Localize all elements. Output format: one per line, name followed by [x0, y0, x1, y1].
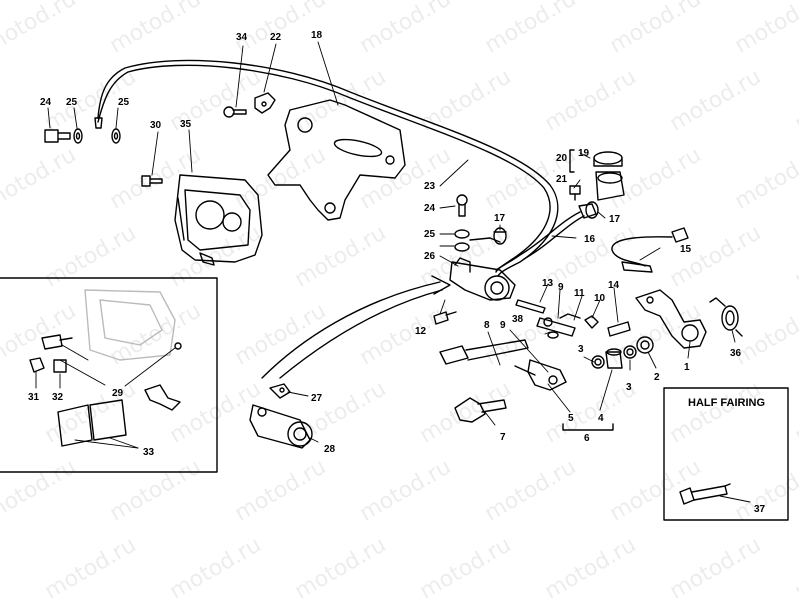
callout-25: 25	[118, 97, 130, 108]
callout-22: 22	[270, 32, 282, 43]
callout-6: 6	[584, 433, 590, 444]
bushing-3-a	[591, 355, 605, 369]
callout-28: 28	[324, 444, 336, 455]
washer-25-left	[73, 128, 83, 144]
callout-24: 24	[424, 203, 436, 214]
callout-25: 25	[66, 97, 78, 108]
return-spring-36	[709, 297, 743, 337]
bolt-12	[433, 311, 457, 325]
bolt-24-center	[456, 194, 468, 217]
half-fairing-title: HALF FAIRING	[688, 397, 765, 409]
callout-2: 2	[654, 372, 660, 383]
screw-21	[569, 185, 581, 201]
master-cylinder-28	[249, 404, 313, 449]
reservoir-19-20	[569, 149, 625, 201]
callout-31: 31	[28, 392, 40, 403]
clamp-17-right	[585, 201, 599, 219]
caliper-bracket-18	[267, 99, 406, 221]
washer-2	[636, 336, 654, 354]
callout-20: 20	[556, 153, 568, 164]
callout-17: 17	[609, 214, 621, 225]
washer-25-right	[111, 128, 121, 144]
brake-caliper-35	[174, 174, 263, 266]
brake-hose-16	[495, 203, 597, 271]
callout-18: 18	[311, 30, 323, 41]
rod-end-38-9	[536, 313, 581, 339]
callout-26: 26	[424, 251, 436, 262]
brake-hose-23	[94, 59, 559, 277]
callout-32: 32	[52, 392, 64, 403]
callout-17: 17	[494, 213, 506, 224]
banjo-bolt-24	[44, 129, 71, 143]
pin-13	[515, 299, 546, 314]
detail-arrow	[261, 275, 451, 379]
callout-29: 29	[112, 388, 124, 399]
callout-labels: 1 2 3 3 4 5 6 7 8 9 9 10 11 12 13 14 15 …	[28, 30, 766, 515]
sensor-cable-15	[611, 227, 689, 273]
callout-15: 15	[680, 244, 692, 255]
callout-3: 3	[578, 344, 584, 355]
callout-23: 23	[424, 181, 436, 192]
callout-10: 10	[594, 293, 606, 304]
callout-33: 33	[143, 447, 155, 458]
bolt-10	[584, 315, 599, 329]
callout-9: 9	[558, 282, 564, 293]
callout-24: 24	[40, 97, 52, 108]
callout-37: 37	[754, 504, 766, 515]
callout-12: 12	[415, 326, 427, 337]
bolt-30	[141, 175, 163, 187]
hose-end-fitting	[94, 117, 103, 129]
callout-8: 8	[484, 320, 490, 331]
callout-5: 5	[568, 413, 574, 424]
group-bracket-6	[562, 423, 614, 431]
callout-36: 36	[730, 348, 742, 359]
pedal-pin-7	[454, 397, 507, 423]
callout-30: 30	[150, 120, 162, 131]
callout-14: 14	[608, 280, 620, 291]
bushing-4	[605, 348, 623, 369]
callout-34: 34	[236, 32, 248, 43]
callout-25: 25	[424, 229, 436, 240]
callout-3: 3	[626, 382, 632, 393]
callout-9: 9	[500, 320, 506, 331]
bolt-14	[607, 321, 631, 337]
callout-21: 21	[556, 174, 568, 185]
callout-1: 1	[684, 362, 690, 373]
callout-11: 11	[574, 288, 585, 299]
callout-4: 4	[598, 413, 604, 424]
clip-22	[254, 92, 276, 114]
washers-25-center	[454, 229, 501, 252]
callout-19: 19	[578, 148, 590, 159]
caliper-detail-inset	[0, 277, 218, 473]
callout-16: 16	[584, 234, 596, 245]
bushing-3-b	[623, 345, 637, 359]
callout-7: 7	[500, 432, 506, 443]
callout-38: 38	[512, 314, 524, 325]
callout-27: 27	[311, 393, 323, 404]
brake-pedal-1	[635, 289, 707, 349]
callout-13: 13	[542, 278, 554, 289]
brake-pressure-switch-26	[449, 257, 516, 301]
pushrod-8	[439, 339, 567, 391]
bolt-34	[223, 106, 247, 118]
half-fairing-inset	[663, 387, 789, 521]
callout-35: 35	[180, 119, 192, 130]
leader-lines	[35, 41, 751, 503]
fitting-27	[269, 383, 291, 399]
